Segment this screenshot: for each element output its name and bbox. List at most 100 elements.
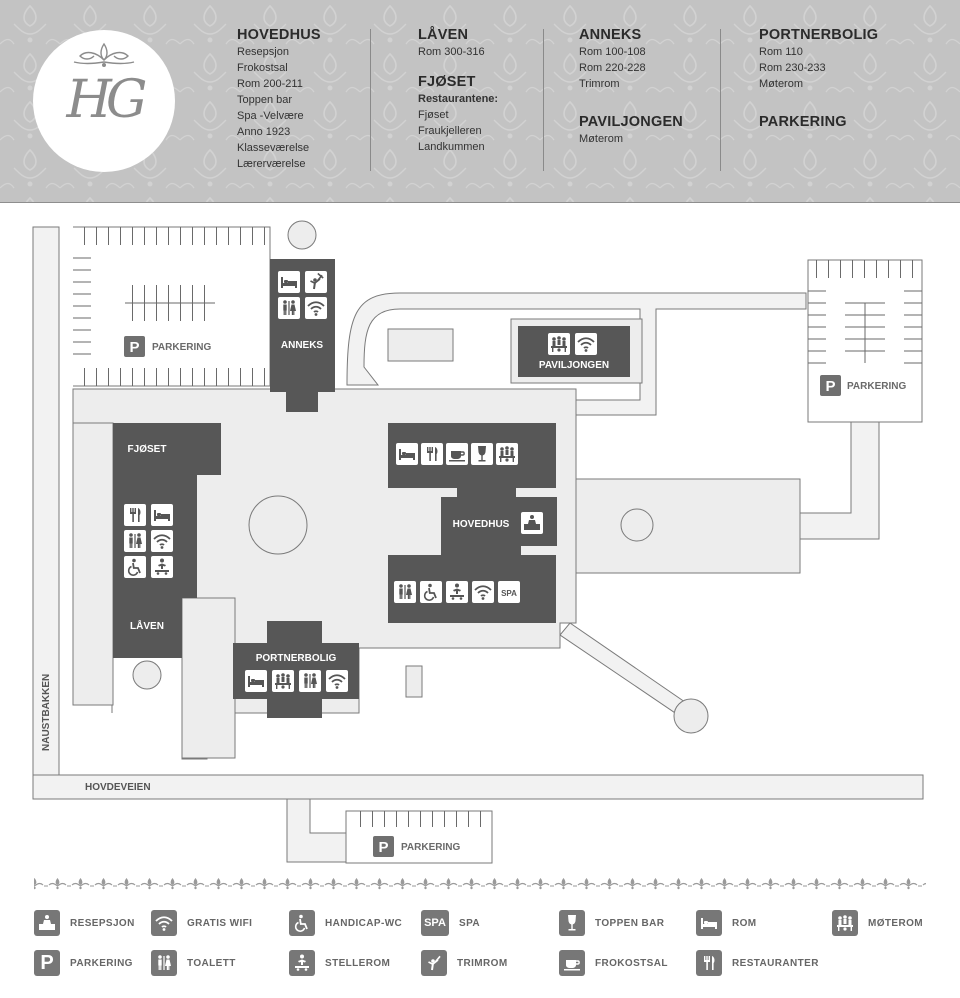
site-map: SPA ANNEKS PAVILJONGEN FJØSET LÅVEN HOVE… — [32, 220, 924, 864]
legend-item-restauranter: RESTAURANTER — [696, 950, 819, 976]
parking-icon: P — [34, 950, 60, 976]
header: HG HOVEDHUS Resepsjon Frokostsal Rom 200… — [0, 0, 960, 203]
legend-item-toalett: TOALETT — [151, 950, 236, 976]
col-item: Toppen bar — [237, 94, 293, 106]
legend-label: STELLEROM — [325, 957, 391, 969]
legend-ornament-border — [34, 876, 926, 892]
col-title: FJØSET — [418, 74, 476, 90]
col-item: Rom 100-108 — [579, 46, 646, 58]
parking-label-south: P PARKERING — [373, 836, 460, 857]
bed-icon — [696, 910, 722, 936]
parking-icon: P — [378, 839, 388, 856]
legend-item-toppen-bar: TOPPEN BAR — [559, 910, 664, 936]
building-paviljongen — [518, 326, 630, 377]
legend-item-handicap: HANDICAP-WC — [289, 910, 402, 936]
parking-lot-northwest — [73, 226, 271, 387]
col-laven-fjoset: LÅVEN Rom 300-316 FJØSET Restaurantene: … — [418, 27, 498, 155]
reception-icon — [34, 910, 60, 936]
road-naustbakken: NAUSTBAKKEN — [41, 674, 52, 751]
meeting-icon — [275, 673, 291, 689]
col-item: Møterom — [579, 133, 623, 145]
col-item: Rom 230-233 — [759, 62, 826, 74]
label-laven: LÅVEN — [130, 619, 164, 632]
legend-label: PARKERING — [70, 957, 133, 969]
breakfast-icon — [559, 950, 585, 976]
col-item: Rom 300-316 — [418, 46, 485, 58]
wheelchair-icon — [289, 910, 315, 936]
col-item: Rom 220-228 — [579, 62, 646, 74]
col-item: Trimrom — [579, 78, 620, 90]
col-title: LÅVEN — [418, 27, 469, 43]
building-hovedhus — [388, 423, 557, 623]
spa-icon: SPA — [421, 910, 449, 936]
east-circle — [620, 508, 654, 542]
logo-monogram: HG — [66, 70, 148, 130]
legend-item-rom: ROM — [696, 910, 757, 936]
legend-label: RESTAURANTER — [732, 957, 819, 969]
logo-circle — [33, 30, 175, 172]
col-item: Frokostsal — [237, 62, 288, 74]
col-item: Rom 110 — [759, 46, 803, 58]
portnerbolig-icons — [245, 670, 348, 692]
col-portnerbolig-parkering: PORTNERBOLIG Rom 110 Rom 230-233 Møterom… — [759, 27, 878, 131]
parking-label-east: P PARKERING — [820, 375, 906, 396]
legend-label: TRIMROM — [457, 957, 508, 969]
wine-glass-icon — [559, 910, 585, 936]
anneks-icons — [278, 271, 327, 319]
roundabout — [248, 495, 308, 555]
label-portnerbolig: PORTNERBOLIG — [256, 653, 337, 664]
paviljongen-icons — [548, 333, 597, 355]
col-item: Landkummen — [418, 141, 485, 153]
legend-item-frokostsal: FROKOSTSAL — [559, 950, 668, 976]
parking-lot-east — [807, 259, 923, 423]
col-item: Klasseværelse — [237, 142, 310, 154]
label-paviljongen: PAVILJONGEN — [539, 360, 609, 371]
col-item: Rom 200-211 — [237, 78, 303, 90]
legend-label: FROKOSTSAL — [595, 957, 668, 969]
east-ground — [575, 478, 801, 574]
legend-item-trimrom: TRIMROM — [421, 950, 508, 976]
road-hovdeveien: HOVDEVEIEN — [85, 782, 151, 793]
restaurant-icon — [696, 950, 722, 976]
site-ground-lower — [181, 597, 236, 759]
parking-text: PARKERING — [152, 342, 211, 353]
hovedhus-icons-bottom: SPA — [394, 581, 520, 603]
col-anneks-paviljongen: ANNEKS Rom 100-108 Rom 220-228 Trimrom P… — [579, 27, 683, 147]
gym-icon — [421, 950, 447, 976]
legend-label: ROM — [732, 917, 757, 929]
meeting-icon — [832, 910, 858, 936]
legend-label: TOALETT — [187, 957, 236, 969]
col-title: PORTNERBOLIG — [759, 27, 879, 43]
parking-text: PARKERING — [401, 842, 460, 853]
building-portnerbolig — [233, 621, 359, 718]
small-block — [405, 665, 423, 698]
parking-label-northwest: P PARKERING — [124, 336, 211, 357]
legend-label: MØTEROM — [868, 917, 924, 929]
legend-item-spa: SPA SPA — [421, 910, 480, 936]
diagonal-end-circle — [673, 698, 709, 734]
toilet-icon — [151, 950, 177, 976]
parking-icon: P — [129, 339, 139, 356]
col-item: Møterom — [759, 78, 803, 90]
wifi-icon — [151, 910, 177, 936]
hovedhus-icons-top — [396, 443, 518, 465]
legend-label: TOPPEN BAR — [595, 917, 665, 929]
parking-text: PARKERING — [847, 381, 906, 392]
baby-changing-icon — [289, 950, 315, 976]
col-title: PARKERING — [759, 114, 847, 130]
legend-label: GRATIS WIFI — [187, 917, 253, 929]
col-item: Spa -Velvære — [237, 110, 304, 122]
col-item: Fraukjelleren — [418, 125, 482, 137]
legend-label: SPA — [459, 917, 481, 929]
hovedhus-reception — [521, 512, 543, 534]
legend: RESEPSJON GRATIS WIFI HANDICAP-WC SPA SP… — [0, 870, 960, 998]
parking-lot-south — [345, 810, 493, 864]
col-title: ANNEKS — [579, 27, 642, 43]
parking-icon: P — [825, 378, 835, 395]
col-hovedhus: HOVEDHUS Resepsjon Frokostsal Rom 200-21… — [237, 27, 321, 172]
plaza-rect — [387, 328, 454, 362]
column-divider — [543, 29, 544, 171]
north-circle — [287, 220, 317, 250]
legend-label: RESEPSJON — [70, 917, 135, 929]
site-ground-left — [72, 422, 114, 706]
